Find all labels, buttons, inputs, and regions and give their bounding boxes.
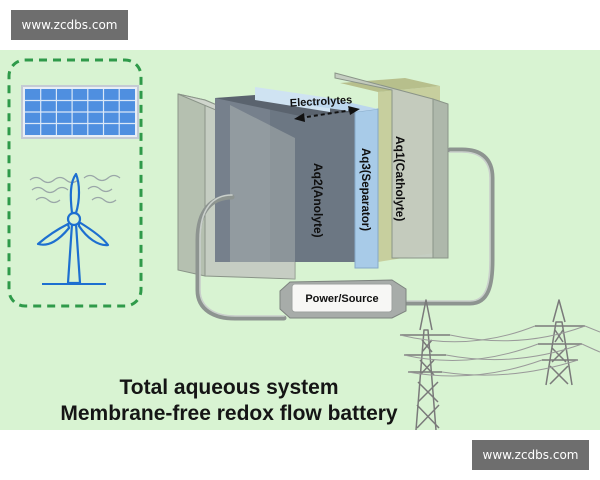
caption-line-1: Total aqueous system — [119, 376, 339, 399]
caption-line-2: Membrane-free redox flow battery — [60, 402, 398, 425]
wind-turbine-icon — [36, 172, 110, 285]
anolyte-label: Aq2(Anolyte) — [311, 163, 325, 238]
anolyte-chamber-front — [270, 97, 355, 262]
diagram-scene: Power/Source Aq2(Anolyte) Aq3(Separator)… — [0, 50, 600, 430]
electrolytes-label: Electrolytes — [290, 94, 353, 109]
separator-label: Aq3(Separator) — [359, 148, 371, 231]
tubing — [195, 147, 495, 321]
separator-top — [255, 87, 330, 112]
wind-lines — [29, 174, 121, 204]
power-source-label: Power/Source — [305, 293, 378, 305]
diagram-canvas: Power/Source Aq2(Anolyte) Aq3(Separator)… — [7, 58, 600, 430]
separator-top-front — [300, 98, 378, 112]
power-source-box: Power/Source — [279, 279, 407, 319]
anolyte-chamber-side — [215, 97, 270, 262]
anolyte-chamber-top — [215, 95, 355, 116]
left-plate-overlay — [230, 105, 295, 279]
double-arrow-icon — [294, 106, 360, 122]
tubing-highlight — [199, 151, 491, 317]
right-plate-edge — [432, 98, 449, 259]
watermark-bottom: www.zcdbs.com — [472, 440, 589, 470]
left-plate-edge — [177, 93, 206, 277]
power-lines — [399, 325, 600, 377]
solar-panel-icon — [21, 85, 139, 139]
catholyte-label: Aq1(Catholyte) — [393, 136, 407, 221]
watermark-top: www.zcdbs.com — [11, 10, 128, 40]
renewable-sources-box — [7, 58, 143, 308]
separator-layer — [354, 108, 379, 269]
